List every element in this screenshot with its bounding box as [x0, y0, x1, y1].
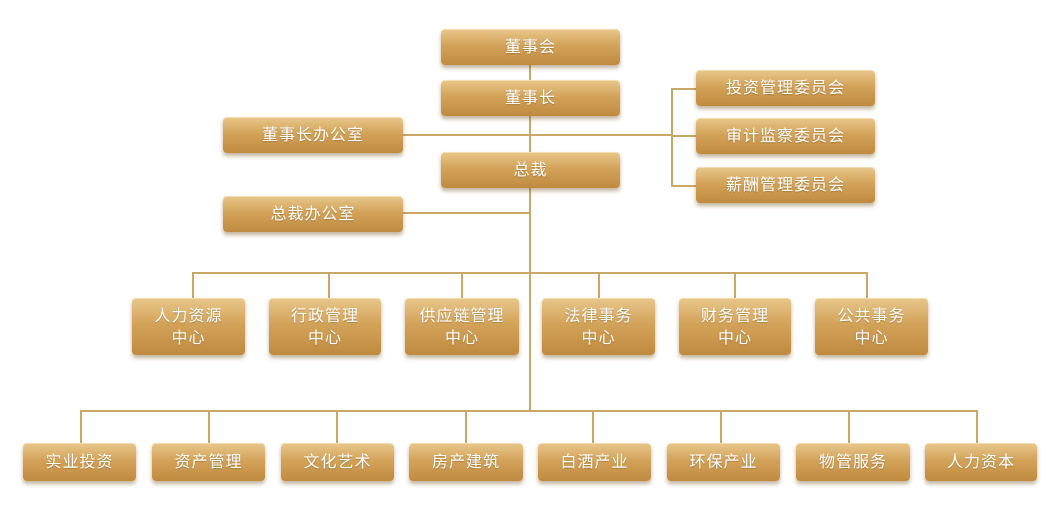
center-label-line2: 中心 — [581, 327, 616, 347]
president-office-box: 总裁办公室 — [223, 196, 403, 232]
center-label-line1: 公共事务 — [837, 305, 906, 325]
chairman-box: 董事长 — [441, 80, 620, 116]
president-office-label: 总裁办公室 — [270, 204, 356, 223]
business-label: 物管服务 — [818, 452, 887, 471]
connector-line — [461, 272, 463, 299]
committee-label: 审计监察委员会 — [725, 126, 845, 145]
connector-line — [720, 410, 722, 444]
business-box: 白酒产业 — [538, 443, 651, 481]
board-label: 董事会 — [504, 37, 556, 56]
connector-line — [592, 410, 594, 444]
center-box: 人力资源 中心 — [132, 298, 245, 355]
business-box: 人力资本 — [925, 443, 1037, 481]
business-label: 房产建筑 — [431, 452, 500, 471]
connector-line — [80, 410, 82, 444]
business-label: 实业投资 — [45, 452, 114, 471]
connector-line — [734, 272, 736, 299]
business-label: 人力资本 — [946, 452, 1015, 471]
connector-line — [192, 272, 194, 299]
committee-label: 薪酬管理委员会 — [725, 175, 845, 194]
connector-line — [671, 88, 696, 90]
connector-line — [208, 410, 210, 444]
board-box: 董事会 — [441, 29, 620, 65]
connector-line — [403, 212, 531, 214]
connector-line — [465, 410, 467, 444]
business-box: 物管服务 — [796, 443, 910, 481]
center-box: 法律事务 中心 — [542, 298, 655, 355]
connector-line — [80, 410, 977, 412]
center-label-line1: 法律事务 — [564, 305, 633, 325]
chairman-office-label: 董事长办公室 — [261, 125, 364, 144]
center-box: 公共事务 中心 — [815, 298, 928, 355]
connector-line — [866, 272, 868, 299]
center-label-line1: 人力资源 — [154, 305, 223, 325]
connector-line — [671, 135, 696, 137]
business-box: 实业投资 — [23, 443, 136, 481]
business-label: 白酒产业 — [560, 452, 629, 471]
center-box: 行政管理 中心 — [269, 298, 381, 355]
connector-line — [598, 272, 600, 299]
committee-box: 审计监察委员会 — [696, 118, 875, 154]
connector-line — [848, 410, 850, 444]
connector-line — [403, 134, 673, 136]
center-label-line2: 中心 — [717, 327, 752, 347]
center-box: 供应链管理 中心 — [405, 298, 519, 355]
connector-line — [192, 272, 866, 274]
president-label: 总裁 — [513, 160, 548, 179]
connector-line — [671, 88, 673, 187]
center-label-line1: 行政管理 — [290, 305, 359, 325]
center-box: 财务管理 中心 — [679, 298, 791, 355]
center-label-line2: 中心 — [444, 327, 479, 347]
connector-line — [328, 272, 330, 299]
center-label-line2: 中心 — [854, 327, 889, 347]
connector-line — [336, 410, 338, 444]
business-label: 资产管理 — [174, 452, 243, 471]
connector-line — [671, 185, 696, 187]
business-box: 文化艺术 — [281, 443, 394, 481]
chairman-label: 董事长 — [504, 88, 556, 107]
business-label: 文化艺术 — [303, 452, 372, 471]
business-box: 房产建筑 — [409, 443, 523, 481]
business-box: 资产管理 — [152, 443, 265, 481]
committee-box: 薪酬管理委员会 — [696, 167, 875, 203]
connector-line — [976, 410, 978, 444]
center-label-line2: 中心 — [307, 327, 342, 347]
center-label-line1: 供应链管理 — [419, 305, 505, 325]
business-box: 环保产业 — [667, 443, 780, 481]
center-label-line2: 中心 — [171, 327, 206, 347]
connector-line — [529, 65, 531, 412]
president-box: 总裁 — [441, 152, 620, 188]
business-label: 环保产业 — [689, 452, 758, 471]
committee-box: 投资管理委员会 — [696, 70, 875, 106]
chairman-office-box: 董事长办公室 — [223, 117, 403, 153]
center-label-line1: 财务管理 — [700, 305, 769, 325]
committee-label: 投资管理委员会 — [725, 78, 845, 97]
